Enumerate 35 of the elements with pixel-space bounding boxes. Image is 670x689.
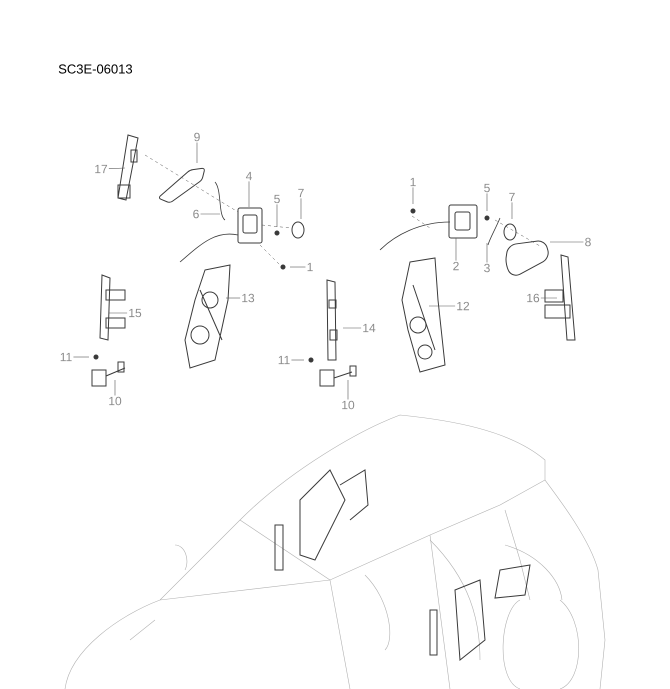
callout-number: 11: [278, 356, 290, 364]
leader-line: [276, 204, 278, 228]
callout-number: 5: [484, 184, 490, 192]
leader-line: [248, 181, 250, 208]
leader-line: [486, 193, 488, 212]
callout-number: 7: [298, 188, 304, 198]
callout-number: 9: [194, 132, 200, 142]
leader-line: [412, 187, 414, 204]
callout-number: 16: [527, 294, 540, 302]
leader-line: [196, 142, 198, 164]
callout-number: 7: [509, 192, 515, 202]
callout-number: 8: [585, 238, 591, 246]
callout-number: 11: [60, 352, 72, 362]
callout-number: 4: [246, 172, 252, 180]
callout-number: 13: [242, 294, 254, 302]
callout-number: 15: [129, 308, 142, 318]
leader-line: [114, 380, 116, 396]
callout-number: 6: [193, 210, 199, 218]
callout-number: 14: [363, 324, 376, 332]
callout-number: 1: [410, 178, 416, 186]
leader-line: [73, 356, 90, 358]
callout-number: 1: [308, 262, 313, 272]
callout-number: 5: [274, 194, 280, 204]
callout-number: 2: [453, 262, 459, 270]
leader-line: [108, 168, 126, 169]
callout-number: 3: [484, 264, 490, 272]
callout-number: 17: [95, 164, 108, 174]
leader-line: [290, 266, 306, 268]
leader-line: [486, 242, 488, 263]
callout-number: 10: [109, 396, 122, 406]
leader-line: [108, 312, 128, 314]
drawing-code: SC3E-06013: [58, 64, 132, 74]
leader-line: [300, 198, 302, 220]
callout-number: 10: [342, 400, 354, 410]
callout-number: 12: [457, 302, 470, 310]
